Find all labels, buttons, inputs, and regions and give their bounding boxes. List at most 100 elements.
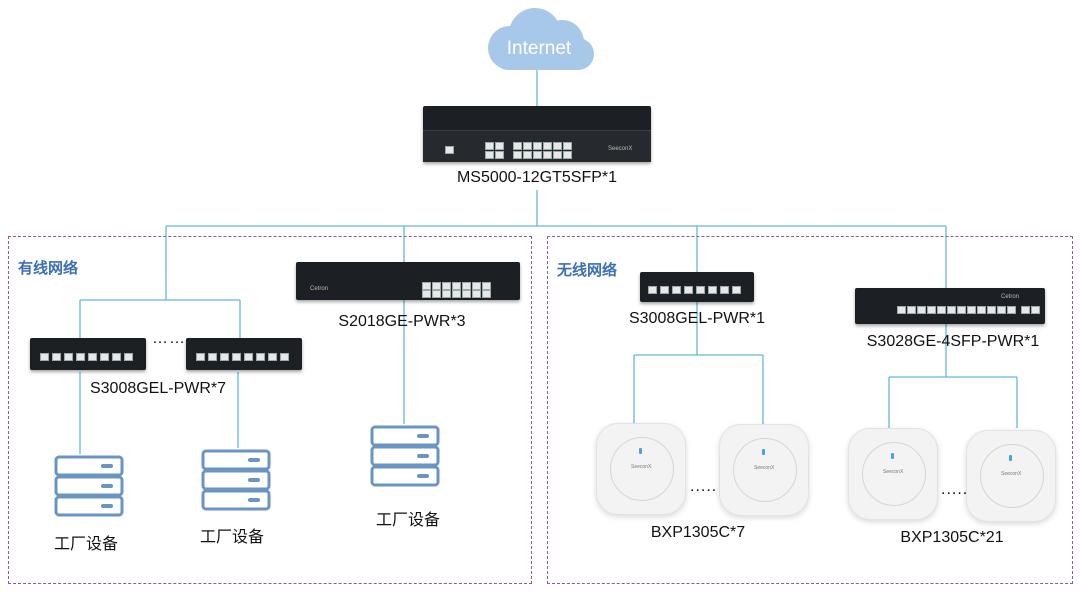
ap-brand: SeeconX <box>631 464 652 470</box>
more-switches-ellipsis: …… <box>152 330 186 347</box>
ap-ring <box>610 437 674 501</box>
port-icon <box>495 142 504 150</box>
core-switch-label: MS5000-12GT5SFP*1 <box>456 169 618 186</box>
port-icon <box>462 282 471 290</box>
s2018-label: S2018GE-PWR*3 <box>338 313 466 330</box>
port-icon <box>708 286 717 294</box>
port-icon <box>40 353 49 361</box>
ap-ring <box>980 444 1044 508</box>
port-icon <box>52 353 61 361</box>
port-icon <box>1007 306 1016 314</box>
port-icon <box>432 290 441 298</box>
s2018-brand: Cetron <box>310 286 329 292</box>
port-icon <box>482 290 491 298</box>
port-icon <box>452 290 461 298</box>
port-icon <box>533 142 542 150</box>
ap-group2-label: BXP1305C*21 <box>900 529 1004 546</box>
more-aps-ellipsis: ..... <box>941 481 969 498</box>
port-icon <box>268 353 277 361</box>
port-icon <box>543 142 552 150</box>
port-icon <box>88 353 97 361</box>
port-icon <box>672 286 681 294</box>
ap-ring <box>862 442 926 506</box>
port-icon <box>244 353 253 361</box>
port-icon <box>917 306 926 314</box>
ap-led-icon <box>639 448 642 454</box>
port-icon <box>472 290 481 298</box>
s2018-switch-image: Cetron <box>296 262 520 300</box>
factory-device-label: 工厂设备 <box>53 536 119 553</box>
port-icon <box>422 282 431 290</box>
s3008-switch-image <box>186 338 302 370</box>
s3008-switch-image <box>640 272 754 302</box>
port-icon <box>495 151 504 159</box>
port-icon <box>720 286 729 294</box>
s3028-switch-image: Cetron <box>855 288 1045 324</box>
port-icon <box>684 286 693 294</box>
port-icon <box>232 353 241 361</box>
port-icon <box>897 306 906 314</box>
access-point-image: SeeconX <box>596 423 686 515</box>
port-icon <box>485 151 494 159</box>
port-icon <box>208 353 217 361</box>
port-icon <box>533 151 542 159</box>
port-icon <box>462 290 471 298</box>
ap-ring <box>733 438 797 502</box>
s3028-brand: Cetron <box>1001 294 1020 300</box>
port-icon <box>523 151 532 159</box>
port-icon <box>563 151 572 159</box>
port-icon <box>452 282 461 290</box>
port-icon <box>485 142 494 150</box>
s3008-switch-image <box>30 338 146 370</box>
wired-network-title: 有线网络 <box>18 260 79 277</box>
port-icon <box>196 353 205 361</box>
port-icon <box>927 306 936 314</box>
port-icon <box>432 282 441 290</box>
port-icon <box>523 142 532 150</box>
wireless-network-title: 无线网络 <box>557 262 618 279</box>
port-icon <box>553 151 562 159</box>
factory-device-label: 工厂设备 <box>199 529 265 546</box>
port-icon <box>967 306 976 314</box>
port-icon <box>997 306 1006 314</box>
wireless-network-zone <box>547 236 1073 584</box>
port-icon <box>112 353 121 361</box>
port-icon <box>947 306 956 314</box>
port-icon <box>442 290 451 298</box>
port-icon <box>907 306 916 314</box>
port-icon <box>987 306 996 314</box>
ap-group1-label: BXP1305C*7 <box>650 524 746 541</box>
port-icon <box>513 142 522 150</box>
port-icon <box>64 353 73 361</box>
s3028-label: S3028GE-4SFP-PWR*1 <box>866 333 1040 350</box>
port-icon <box>482 282 491 290</box>
ap-led-icon <box>891 453 894 459</box>
port-icon <box>553 142 562 150</box>
core-switch-image: SeeconX <box>423 106 651 162</box>
port-icon <box>660 286 669 294</box>
port-icon <box>563 142 572 150</box>
port-icon <box>957 306 966 314</box>
server-icon <box>201 449 271 511</box>
ap-brand: SeeconX <box>1001 471 1022 477</box>
access-point-image: SeeconX <box>966 430 1056 522</box>
port-icon <box>124 353 133 361</box>
more-aps-ellipsis: ..... <box>690 478 718 495</box>
server-icon <box>370 425 440 487</box>
core-switch-brand: SeeconX <box>608 146 633 152</box>
port-icon <box>220 353 229 361</box>
port-icon <box>76 353 85 361</box>
port-icon <box>513 151 522 159</box>
port-icon <box>543 151 552 159</box>
port-icon <box>648 286 657 294</box>
port-icon <box>472 282 481 290</box>
ap-brand: SeeconX <box>754 465 775 471</box>
wired-s3008-label: S3008GEL-PWR*7 <box>89 380 227 397</box>
server-icon <box>54 455 124 517</box>
access-point-image: SeeconX <box>719 424 809 516</box>
port-icon <box>696 286 705 294</box>
internet-cloud-icon <box>488 8 594 70</box>
ap-led-icon <box>1009 455 1012 461</box>
port-icon <box>1021 306 1030 314</box>
